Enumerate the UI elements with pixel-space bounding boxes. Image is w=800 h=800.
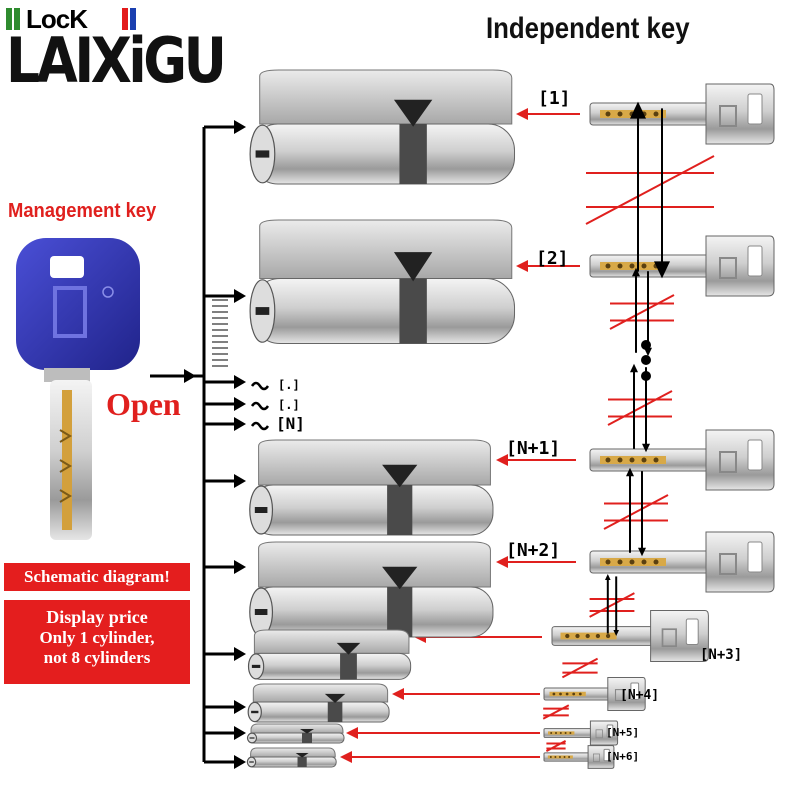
independent-key — [589, 83, 775, 145]
lock-cylinder — [249, 69, 516, 185]
no-exchange-marker — [609, 267, 675, 357]
branch-arrowhead — [234, 120, 246, 134]
independent-key — [543, 720, 619, 746]
key-label-n6: [N+6] — [606, 750, 640, 763]
price-line-2: Only 1 cylinder, — [39, 628, 155, 647]
logo-main-text: LAIXiGU — [6, 24, 227, 97]
no-exchange-marker — [603, 467, 669, 557]
key-arrowhead — [496, 556, 508, 568]
key-arrowhead — [516, 260, 528, 272]
branch-arrowhead — [234, 417, 246, 431]
branch-arrowhead — [184, 369, 196, 383]
flag-bar-green — [6, 8, 12, 30]
schematic-badge: Schematic diagram! — [4, 563, 190, 591]
key-label-n4: [N+4] — [620, 688, 660, 703]
branch-arrowhead — [234, 700, 246, 714]
branch-label-1: [.] — [278, 378, 300, 392]
lock-cylinder — [247, 629, 412, 680]
branch-arrowhead — [234, 397, 246, 411]
branch-dashes — [212, 299, 228, 367]
independent-key — [551, 610, 709, 662]
branch-arrowhead — [234, 289, 246, 303]
management-key-label: Management key — [8, 200, 157, 222]
price-line-3: not 8 cylinders — [43, 648, 151, 667]
independent-key — [589, 531, 775, 593]
price-notice: Display price Only 1 cylinder, not 8 cyl… — [4, 600, 190, 684]
ellipsis-dots — [641, 340, 651, 381]
key-arrowhead — [392, 688, 404, 700]
branch-arrowhead — [234, 560, 246, 574]
lock-cylinder — [249, 439, 494, 536]
no-exchange-marker — [545, 740, 567, 752]
lock-cylinder — [246, 747, 337, 768]
no-exchange-marker — [561, 657, 599, 679]
logo-top-text: LocK — [26, 4, 88, 34]
key-label-n3: [N+3] — [700, 647, 743, 663]
key-arrowhead — [340, 751, 352, 763]
key-label-2: [2] — [536, 248, 569, 269]
branch-label-n: [N] — [276, 414, 305, 433]
price-line-1: Display price — [46, 607, 148, 627]
management-key — [16, 238, 140, 540]
brand-logo: LocK LAIXiGU — [6, 4, 227, 96]
branch-tildes — [250, 381, 270, 431]
lock-cylinder — [246, 723, 345, 744]
open-label: Open — [106, 386, 181, 422]
branch-label-2: [.] — [278, 398, 300, 412]
page-title: Independent key — [486, 12, 690, 45]
flag-bar-red — [122, 8, 128, 30]
independent-key — [543, 745, 615, 769]
independent-key — [543, 677, 646, 711]
no-exchange-marker — [589, 574, 635, 636]
no-exchange-marker — [542, 704, 570, 720]
branch-arrowhead — [234, 647, 246, 661]
key-label-1: [1] — [538, 88, 571, 109]
branch-arrowhead — [234, 474, 246, 488]
flag-bar-blue — [130, 8, 136, 30]
key-label-n2: [N+2] — [506, 540, 561, 561]
key-label-n1: [N+1] — [506, 438, 561, 459]
independent-key — [589, 429, 775, 491]
key-arrowhead — [496, 454, 508, 466]
key-arrowhead — [346, 727, 358, 739]
no-exchange-marker — [585, 101, 715, 279]
flag-bar-green-2 — [14, 8, 20, 30]
independent-key — [589, 235, 775, 297]
key-label-n5: [N+5] — [606, 726, 640, 739]
lock-cylinder — [249, 541, 494, 638]
no-exchange-marker — [607, 363, 673, 453]
branch-arrowhead — [234, 375, 246, 389]
key-arrowhead — [516, 108, 528, 120]
branch-arrowhead — [234, 726, 246, 740]
branch-arrowhead — [234, 755, 246, 769]
lock-cylinder — [249, 219, 516, 344]
lock-cylinder — [247, 683, 390, 723]
